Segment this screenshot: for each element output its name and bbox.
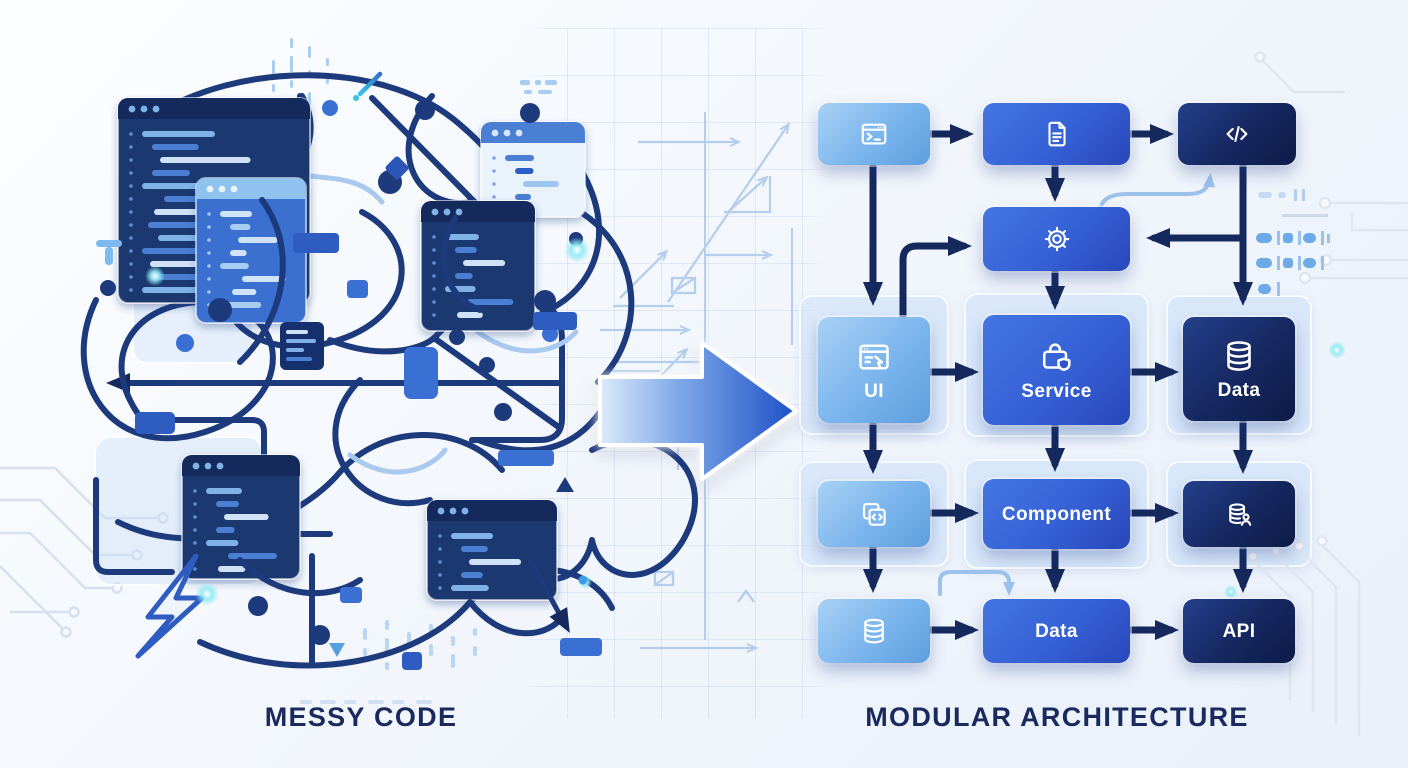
database-light-box	[818, 599, 930, 663]
glow-dots	[145, 237, 1346, 606]
tangled-wires-over	[237, 197, 570, 637]
database-user-icon	[1224, 499, 1254, 529]
database-icon	[859, 616, 889, 646]
data-bottom-box: Data	[983, 599, 1130, 663]
right-title: MODULAR ARCHITECTURE	[865, 702, 1249, 732]
document-icon	[1042, 119, 1072, 149]
briefcase-shield-icon	[1039, 339, 1075, 375]
blueprint-sketches	[600, 112, 793, 653]
code-files-box	[818, 481, 930, 547]
api-box-label: API	[1222, 620, 1256, 642]
database-icon	[1221, 338, 1257, 374]
code-windows	[117, 97, 586, 601]
data-box-label: Data	[1217, 380, 1261, 401]
flow-connectors-light	[938, 173, 1216, 596]
terminal-icon	[859, 119, 889, 149]
window-icon	[856, 339, 892, 375]
terminal-box	[818, 103, 930, 165]
transform-arrow-icon	[598, 341, 798, 481]
gear-box	[983, 207, 1130, 271]
flow-connectors	[863, 124, 1253, 640]
component-box-label: Component	[1001, 503, 1112, 525]
data-dashes	[272, 38, 1330, 704]
service-box: Service	[983, 315, 1130, 425]
ui-box-label: UI	[864, 381, 884, 402]
code-window-3	[480, 121, 586, 218]
api-box: API	[1183, 599, 1295, 663]
lightning-icon	[135, 553, 205, 659]
code-window-6	[426, 499, 558, 601]
code-window-5	[181, 454, 301, 580]
gear-icon	[1042, 224, 1072, 254]
component-box: Component	[983, 479, 1130, 549]
data-bottom-box-label: Data	[1035, 620, 1078, 642]
t-mark	[96, 240, 122, 265]
comet-mark	[357, 71, 383, 97]
node-shapes	[96, 71, 602, 670]
code-box	[1178, 103, 1296, 165]
document-box	[983, 103, 1130, 165]
data-box: Data	[1183, 317, 1295, 421]
service-box-label: Service	[1021, 381, 1092, 402]
code-chip	[280, 322, 324, 370]
code-files-icon	[859, 499, 889, 529]
ui-box: UI	[818, 317, 930, 423]
left-title: MESSY CODE	[264, 702, 458, 732]
database-user-box	[1183, 481, 1295, 547]
code-icon	[1222, 119, 1252, 149]
